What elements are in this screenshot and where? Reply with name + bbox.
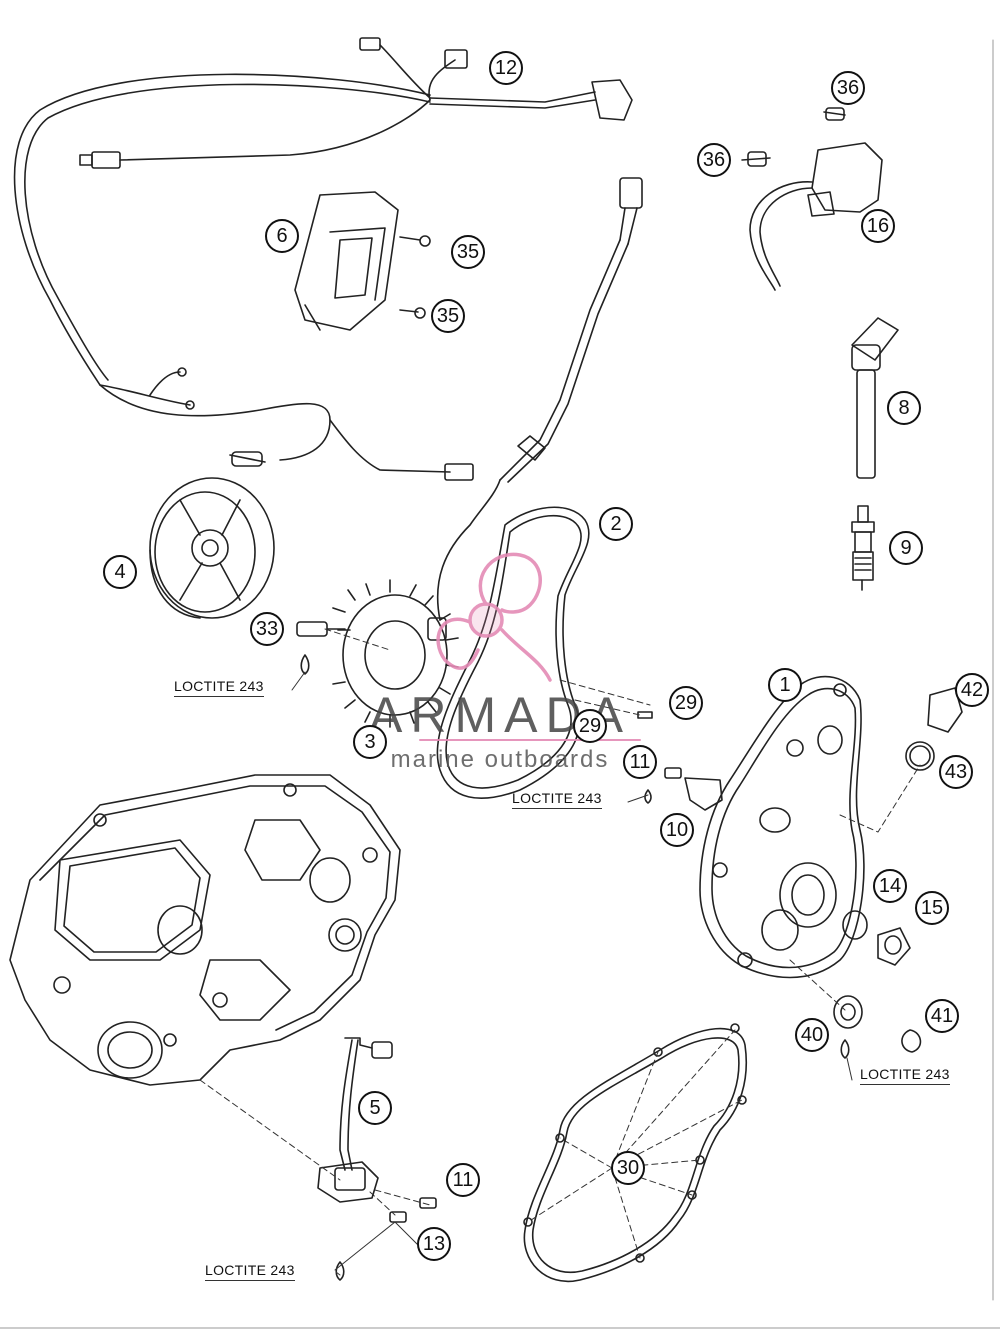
spark-plug [851, 505, 875, 591]
position-sensor [317, 1037, 437, 1281]
gasket-ignition-cover [523, 1023, 748, 1283]
callout-part-35-upper[interactable]: 35 [451, 235, 485, 269]
loctite-note-sensor: LOCTITE 243 [205, 1262, 295, 1281]
callout-part-5[interactable]: 5 [358, 1091, 392, 1125]
callout-part-29-left[interactable]: 29 [573, 709, 607, 743]
spark-plug-cap [851, 317, 899, 479]
callout-part-2[interactable]: 2 [599, 507, 633, 541]
callout-part-13[interactable]: 13 [417, 1227, 451, 1261]
leader-lines [199, 628, 921, 1259]
engine-crankcase [9, 774, 401, 1086]
callout-part-1[interactable]: 1 [768, 668, 802, 702]
gasket-generator-cover [436, 506, 590, 799]
callout-part-29-right[interactable]: 29 [669, 686, 703, 720]
callout-part-12[interactable]: 12 [489, 51, 523, 85]
callout-part-9[interactable]: 9 [889, 531, 923, 565]
callout-part-11-upper[interactable]: 11 [623, 745, 657, 779]
callout-part-43[interactable]: 43 [939, 755, 973, 789]
callout-part-15[interactable]: 15 [915, 891, 949, 925]
cover-small-parts [833, 910, 922, 1059]
callout-part-36-upper[interactable]: 36 [831, 71, 865, 105]
callout-part-10[interactable]: 10 [660, 813, 694, 847]
callout-part-3[interactable]: 3 [353, 725, 387, 759]
callout-part-36-lower[interactable]: 36 [697, 143, 731, 177]
flywheel-rotor [149, 477, 275, 619]
ignition-cover [699, 675, 865, 979]
callout-leaders [291, 671, 853, 1276]
callout-part-41[interactable]: 41 [925, 999, 959, 1033]
callout-part-6[interactable]: 6 [265, 219, 299, 253]
wiring-harness [13, 37, 633, 481]
callout-part-16[interactable]: 16 [861, 209, 895, 243]
cover-plug-and-seal [905, 687, 963, 771]
loctite-note-bracket: LOCTITE 243 [512, 790, 602, 809]
callout-part-30[interactable]: 30 [611, 1151, 645, 1185]
callout-part-11-lower[interactable]: 11 [446, 1163, 480, 1197]
callout-part-4[interactable]: 4 [103, 555, 137, 589]
callout-part-35-lower[interactable]: 35 [431, 299, 465, 333]
voltage-regulator [294, 191, 431, 331]
callout-part-14[interactable]: 14 [873, 869, 907, 903]
stator [332, 177, 643, 728]
loctite-note-flywheel: LOCTITE 243 [174, 678, 264, 697]
ignition-coil [741, 107, 883, 291]
callout-part-42[interactable]: 42 [955, 673, 989, 707]
watermark-logo-icon [419, 552, 641, 741]
callout-part-33[interactable]: 33 [250, 612, 284, 646]
callout-part-8[interactable]: 8 [887, 391, 921, 425]
loctite-note-cover: LOCTITE 243 [860, 1066, 950, 1085]
callout-part-40[interactable]: 40 [795, 1018, 829, 1052]
small-fasteners [296, 621, 723, 811]
